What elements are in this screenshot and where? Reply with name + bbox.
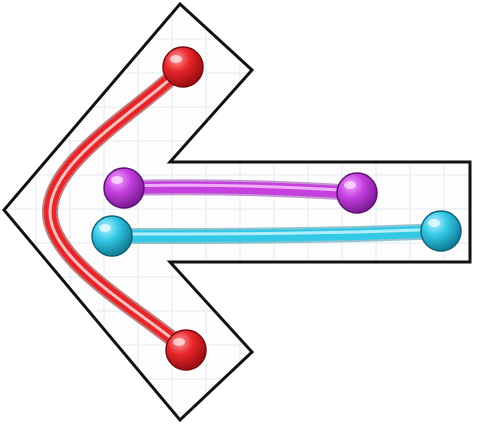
magenta-path[interactable] (116, 179, 365, 201)
board-background (4, 4, 470, 420)
cyan-endpoint-right[interactable] (420, 210, 462, 252)
red-endpoint-bottom[interactable] (165, 329, 207, 371)
red-path[interactable] (41, 59, 194, 358)
board-outline (2, 1, 472, 423)
cyan-endpoint-left[interactable] (91, 215, 133, 257)
magenta-endpoint-left[interactable] (103, 167, 145, 209)
red-endpoint-top[interactable] (162, 46, 204, 88)
magenta-endpoint-right[interactable] (336, 172, 378, 214)
cyan-path[interactable] (104, 223, 449, 244)
